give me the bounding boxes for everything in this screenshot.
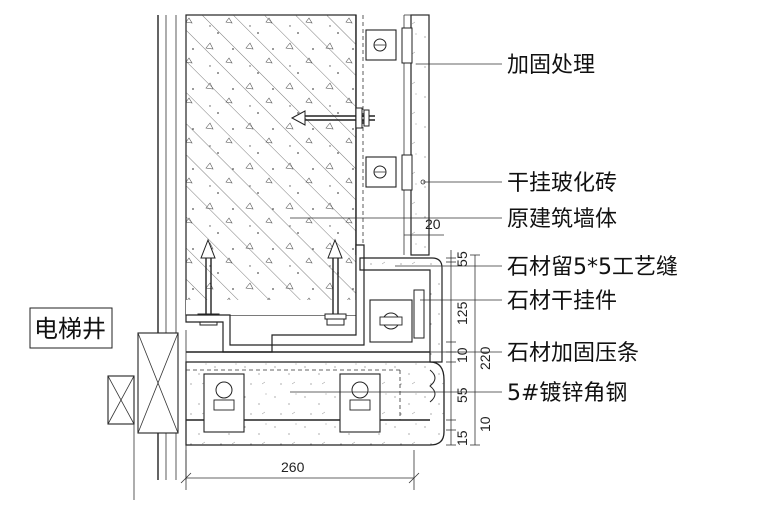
bottom-hanger-left	[203, 373, 245, 433]
dim-125: 125	[454, 301, 470, 325]
elevator-shaft-frame	[107, 330, 187, 500]
anchor-bolt-right	[324, 238, 347, 326]
dim-20: 20	[425, 216, 441, 232]
label-original-wall: 原建筑墙体	[507, 207, 617, 232]
top-hanger-clip	[365, 27, 413, 64]
mid-hanger-clip	[365, 154, 413, 191]
dim-260: 260	[281, 459, 305, 475]
anchor-bolt-horizontal	[290, 107, 375, 129]
galvanized-angle-steel	[185, 244, 430, 353]
stone-hanger-clip	[369, 289, 425, 343]
dim-10b: 10	[477, 416, 493, 432]
label-angle-steel: 5#镀锌角钢	[507, 381, 627, 406]
elevator-shaft-label-box	[29, 307, 113, 349]
label-press-strip: 石材加固压条	[507, 341, 639, 366]
dim-220: 220	[477, 346, 493, 370]
dim-15: 15	[454, 430, 470, 446]
vertical-dimension-chain	[446, 250, 480, 446]
dim-55: 55	[454, 387, 470, 403]
label-hanger: 石材干挂件	[507, 289, 617, 314]
label-dry-tile: 干挂玻化砖	[507, 171, 617, 196]
elevator-shaft-label: 电梯井	[34, 315, 106, 343]
bottom-hanger-right	[339, 373, 381, 433]
dim-5a: 5	[454, 259, 470, 267]
dim-5b: 5	[454, 251, 470, 259]
label-reinforce: 加固处理	[507, 53, 595, 78]
original-concrete-wall	[185, 14, 357, 316]
dimension-260	[180, 450, 420, 490]
dim-10a: 10	[454, 347, 470, 363]
leader-lines	[290, 63, 502, 393]
label-joint: 石材留5*5工艺缝	[507, 255, 678, 280]
